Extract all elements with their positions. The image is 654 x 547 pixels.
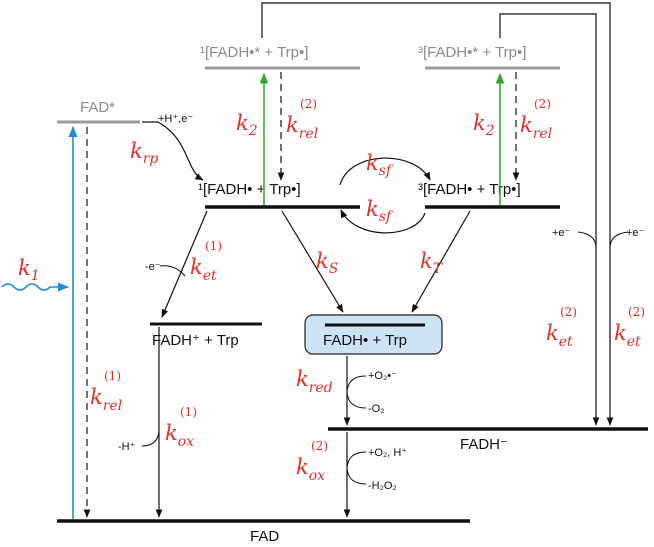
arrow-ksf-reverse — [340, 209, 426, 234]
rate-ksf-reverse: ksf — [366, 197, 394, 225]
label-fad-star: FAD* — [80, 99, 115, 116]
rate-krel2-triplet-sup: (2) — [534, 97, 551, 111]
rate-ket1-sup: (1) — [205, 239, 222, 253]
label-singlet-excited: ¹[FADH•* + Trp•] — [200, 44, 308, 61]
rate-ket2-right-sup: (2) — [628, 305, 645, 319]
reagent-curve-minus-h — [141, 431, 160, 447]
rate-k1: k1 — [18, 256, 40, 284]
reagent-plus-o2-rad: +O₂•⁻ — [368, 370, 397, 382]
rate-krel1-sup: (1) — [104, 369, 121, 383]
arrow-ket1 — [161, 210, 208, 318]
arrow-krp — [142, 121, 204, 181]
reagent-curve-h2o2 — [346, 451, 367, 485]
arrow-ks — [281, 210, 344, 313]
rate-krel2-triplet: krel — [520, 113, 552, 142]
rate-krel2-singlet: krel — [286, 113, 318, 142]
rate-kox1: kox — [165, 421, 194, 450]
reagent-minus-h2o2: -H₂O₂ — [368, 480, 397, 492]
rate-k2-triplet: k2 — [473, 111, 495, 139]
rate-ket1: ket — [190, 255, 217, 284]
reagent-plus-o2-h: +O₂, H⁺ — [368, 447, 407, 459]
reagent-curve-minus-e — [159, 265, 186, 277]
rate-ksf-forward: ksf — [366, 151, 394, 179]
reagent-minus-h: -H⁺ — [118, 441, 136, 453]
rate-krel1: krel — [90, 385, 122, 414]
arrow-ket2-singlet — [261, 2, 614, 426]
rate-ket2-right: ket — [614, 321, 641, 350]
rate-kt: kT — [420, 249, 444, 277]
rate-kox1-sup: (1) — [180, 405, 197, 419]
arrow-ket2-triplet — [499, 13, 600, 426]
rate-ket2-left-sup: (2) — [560, 305, 577, 319]
rate-kred: kred — [296, 367, 333, 396]
arrow-ksf-forward — [339, 157, 431, 186]
label-fadh-radical: FADH• + Trp — [323, 332, 407, 349]
reagent-plus-e-1: +e⁻ — [552, 227, 571, 239]
reagent-h-e: +H⁺,e⁻ — [158, 113, 193, 125]
photon-wave-icon — [1, 282, 70, 292]
label-triplet-excited: ³[FADH•* + Trp•] — [418, 44, 526, 61]
label-triplet-rp: ³[FADH• + Trp•] — [418, 181, 521, 198]
label-fadh-minus: FADH⁻ — [460, 436, 508, 453]
label-singlet-rp: ¹[FADH• + Trp•] — [198, 181, 301, 198]
reagent-minus-e: -e⁻ — [145, 261, 161, 273]
reagent-plus-e-2: +e⁻ — [626, 227, 645, 239]
reagent-minus-o2: -O₂ — [368, 403, 385, 415]
rate-ket2-left: ket — [546, 321, 573, 350]
rate-k2-singlet: k2 — [236, 111, 258, 139]
rate-krel2-singlet-sup: (2) — [300, 97, 317, 111]
rate-kox2: kox — [296, 455, 325, 484]
reagent-curve-plus-e-2 — [609, 231, 629, 249]
reagent-curve-plus-e-1 — [577, 231, 597, 249]
rate-kox2-sup: (2) — [311, 439, 328, 453]
rate-krp: krp — [130, 139, 158, 167]
arrow-kt — [411, 210, 471, 313]
label-fadh-plus: FADH⁺ + Trp — [152, 332, 239, 349]
label-fad: FAD — [250, 528, 279, 545]
rate-ks: kS — [316, 249, 338, 277]
reagent-curve-o2-rad — [346, 375, 367, 409]
